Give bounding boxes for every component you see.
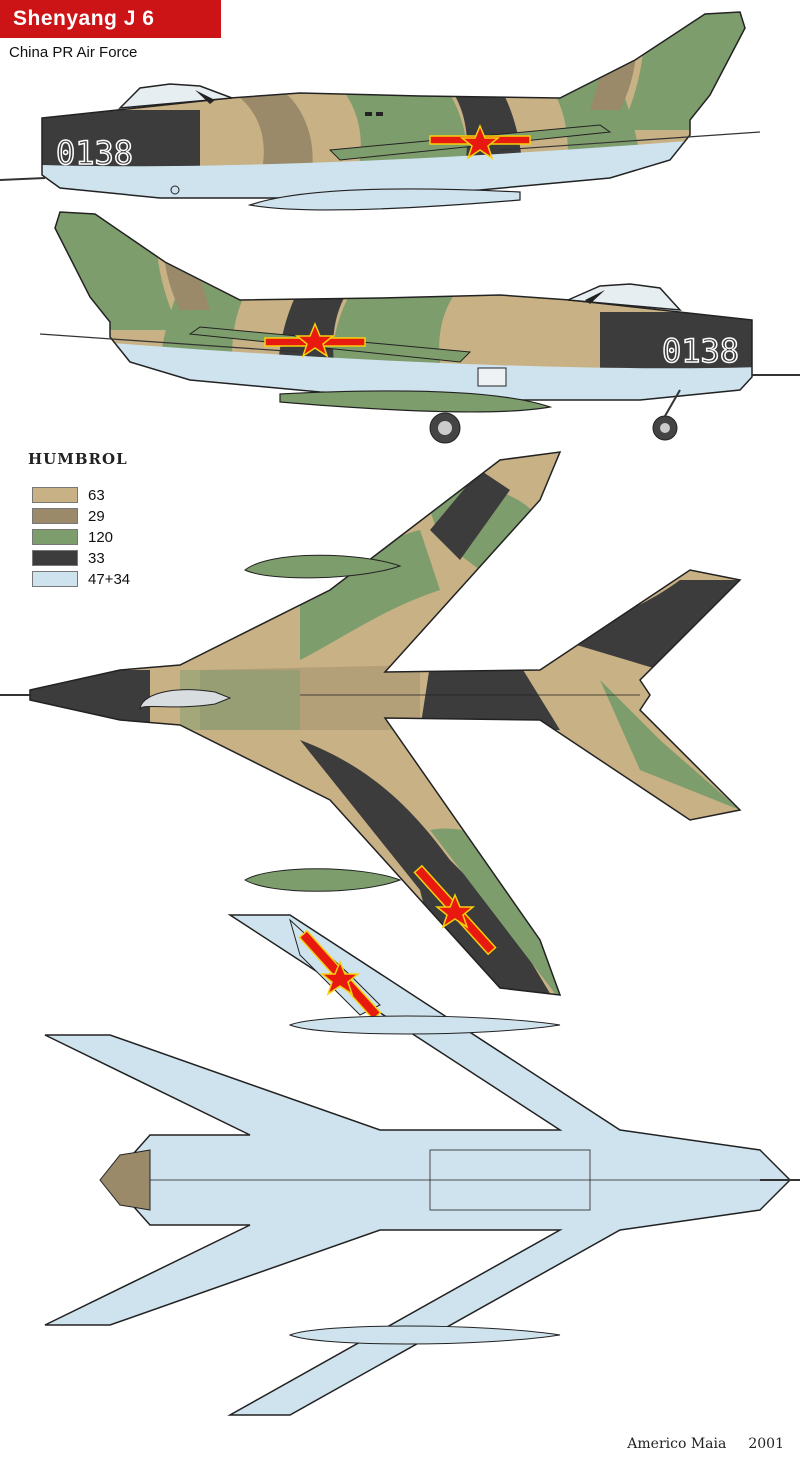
serial-number-right: 0138 xyxy=(662,332,739,370)
page-title: Shenyang J 6 xyxy=(0,0,221,38)
legend-item: 120 xyxy=(32,527,113,547)
legend-item: 29 xyxy=(32,506,105,526)
serial-number-left: 0138 xyxy=(56,134,133,172)
legend-swatch xyxy=(32,487,78,503)
credit-year: 2001 xyxy=(748,1436,784,1452)
credit-author: Americo Maia xyxy=(627,1436,727,1452)
legend-label: 33 xyxy=(88,549,105,567)
top-view xyxy=(0,451,742,996)
legend-swatch xyxy=(32,550,78,566)
legend-swatch xyxy=(32,508,78,524)
legend-label: 47+34 xyxy=(88,570,131,588)
legend-item: 63 xyxy=(32,485,105,505)
legend-label: 63 xyxy=(88,486,105,504)
legend-item: 47+34 xyxy=(32,569,130,589)
page-subtitle: China PR Air Force xyxy=(9,44,138,61)
legend-title: HUMBROL xyxy=(28,450,128,468)
legend-item: 33 xyxy=(32,548,105,568)
legend-swatch xyxy=(32,529,78,545)
legend-label: 120 xyxy=(88,528,114,546)
credit: Americo Maia 2001 xyxy=(605,1436,784,1452)
legend-swatch xyxy=(32,571,78,587)
side-profile-right: 0138 xyxy=(39,211,800,444)
legend-label: 29 xyxy=(88,507,105,525)
side-profile-left: 0138 xyxy=(0,11,761,211)
underside-view xyxy=(44,914,800,1416)
